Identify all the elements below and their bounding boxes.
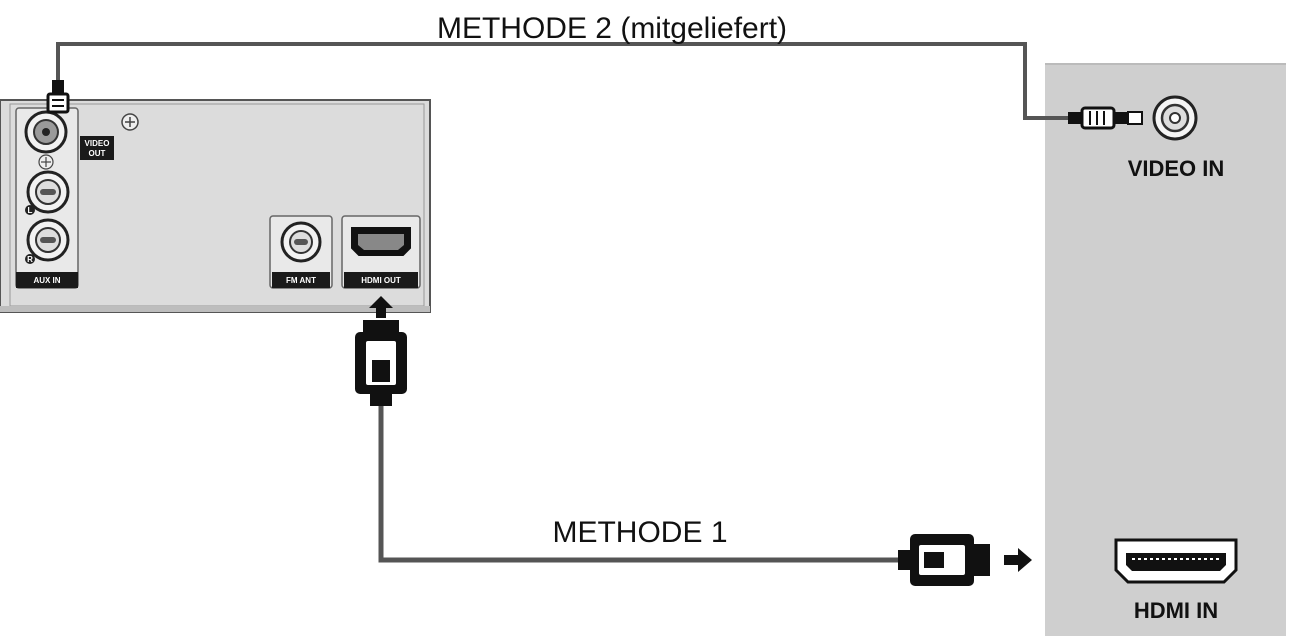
aux-in-left-jack: L	[25, 170, 70, 215]
hdmi-plug-horizontal-icon	[898, 534, 990, 586]
aux-in-right-jack: R	[25, 218, 70, 264]
hdmi-in-label: HDMI IN	[1134, 598, 1218, 623]
hdmi-cable	[355, 296, 1032, 586]
method2-label: METHODE 2 (mitgeliefert)	[437, 12, 787, 45]
arrow-up-icon	[369, 296, 393, 318]
video-out-label: VIDEO OUT	[80, 136, 114, 160]
video-in-jack	[1152, 95, 1198, 141]
video-out-jack	[24, 110, 68, 154]
ground-screw-icon	[121, 113, 139, 131]
fm-ant-jack: FM ANT	[269, 215, 333, 289]
arrow-right-icon	[1004, 548, 1032, 572]
aux-in-label: AUX IN	[16, 272, 78, 288]
video-in-label: VIDEO IN	[1128, 156, 1225, 181]
video-cable	[46, 42, 1143, 130]
aux-left-label: L	[28, 206, 33, 215]
video-plug-tv-icon	[1068, 106, 1143, 130]
ground-mark-icon	[38, 154, 54, 170]
hdmi-plug-vertical-icon	[355, 320, 407, 406]
hdmi-in-port	[1114, 538, 1238, 584]
fm-ant-label: FM ANT	[286, 276, 316, 285]
video-out-label-line2: OUT	[89, 149, 106, 158]
video-out-label-line1: VIDEO	[85, 139, 110, 148]
hdmi-out-label: HDMI OUT	[361, 276, 401, 285]
video-plug-device-icon	[46, 80, 70, 114]
hdmi-out-jack: HDMI OUT	[341, 215, 421, 289]
svg-text:AUX IN: AUX IN	[33, 276, 60, 285]
tv-panel	[1045, 63, 1286, 636]
aux-right-label: R	[27, 255, 33, 264]
method1-label: METHODE 1	[552, 516, 727, 549]
